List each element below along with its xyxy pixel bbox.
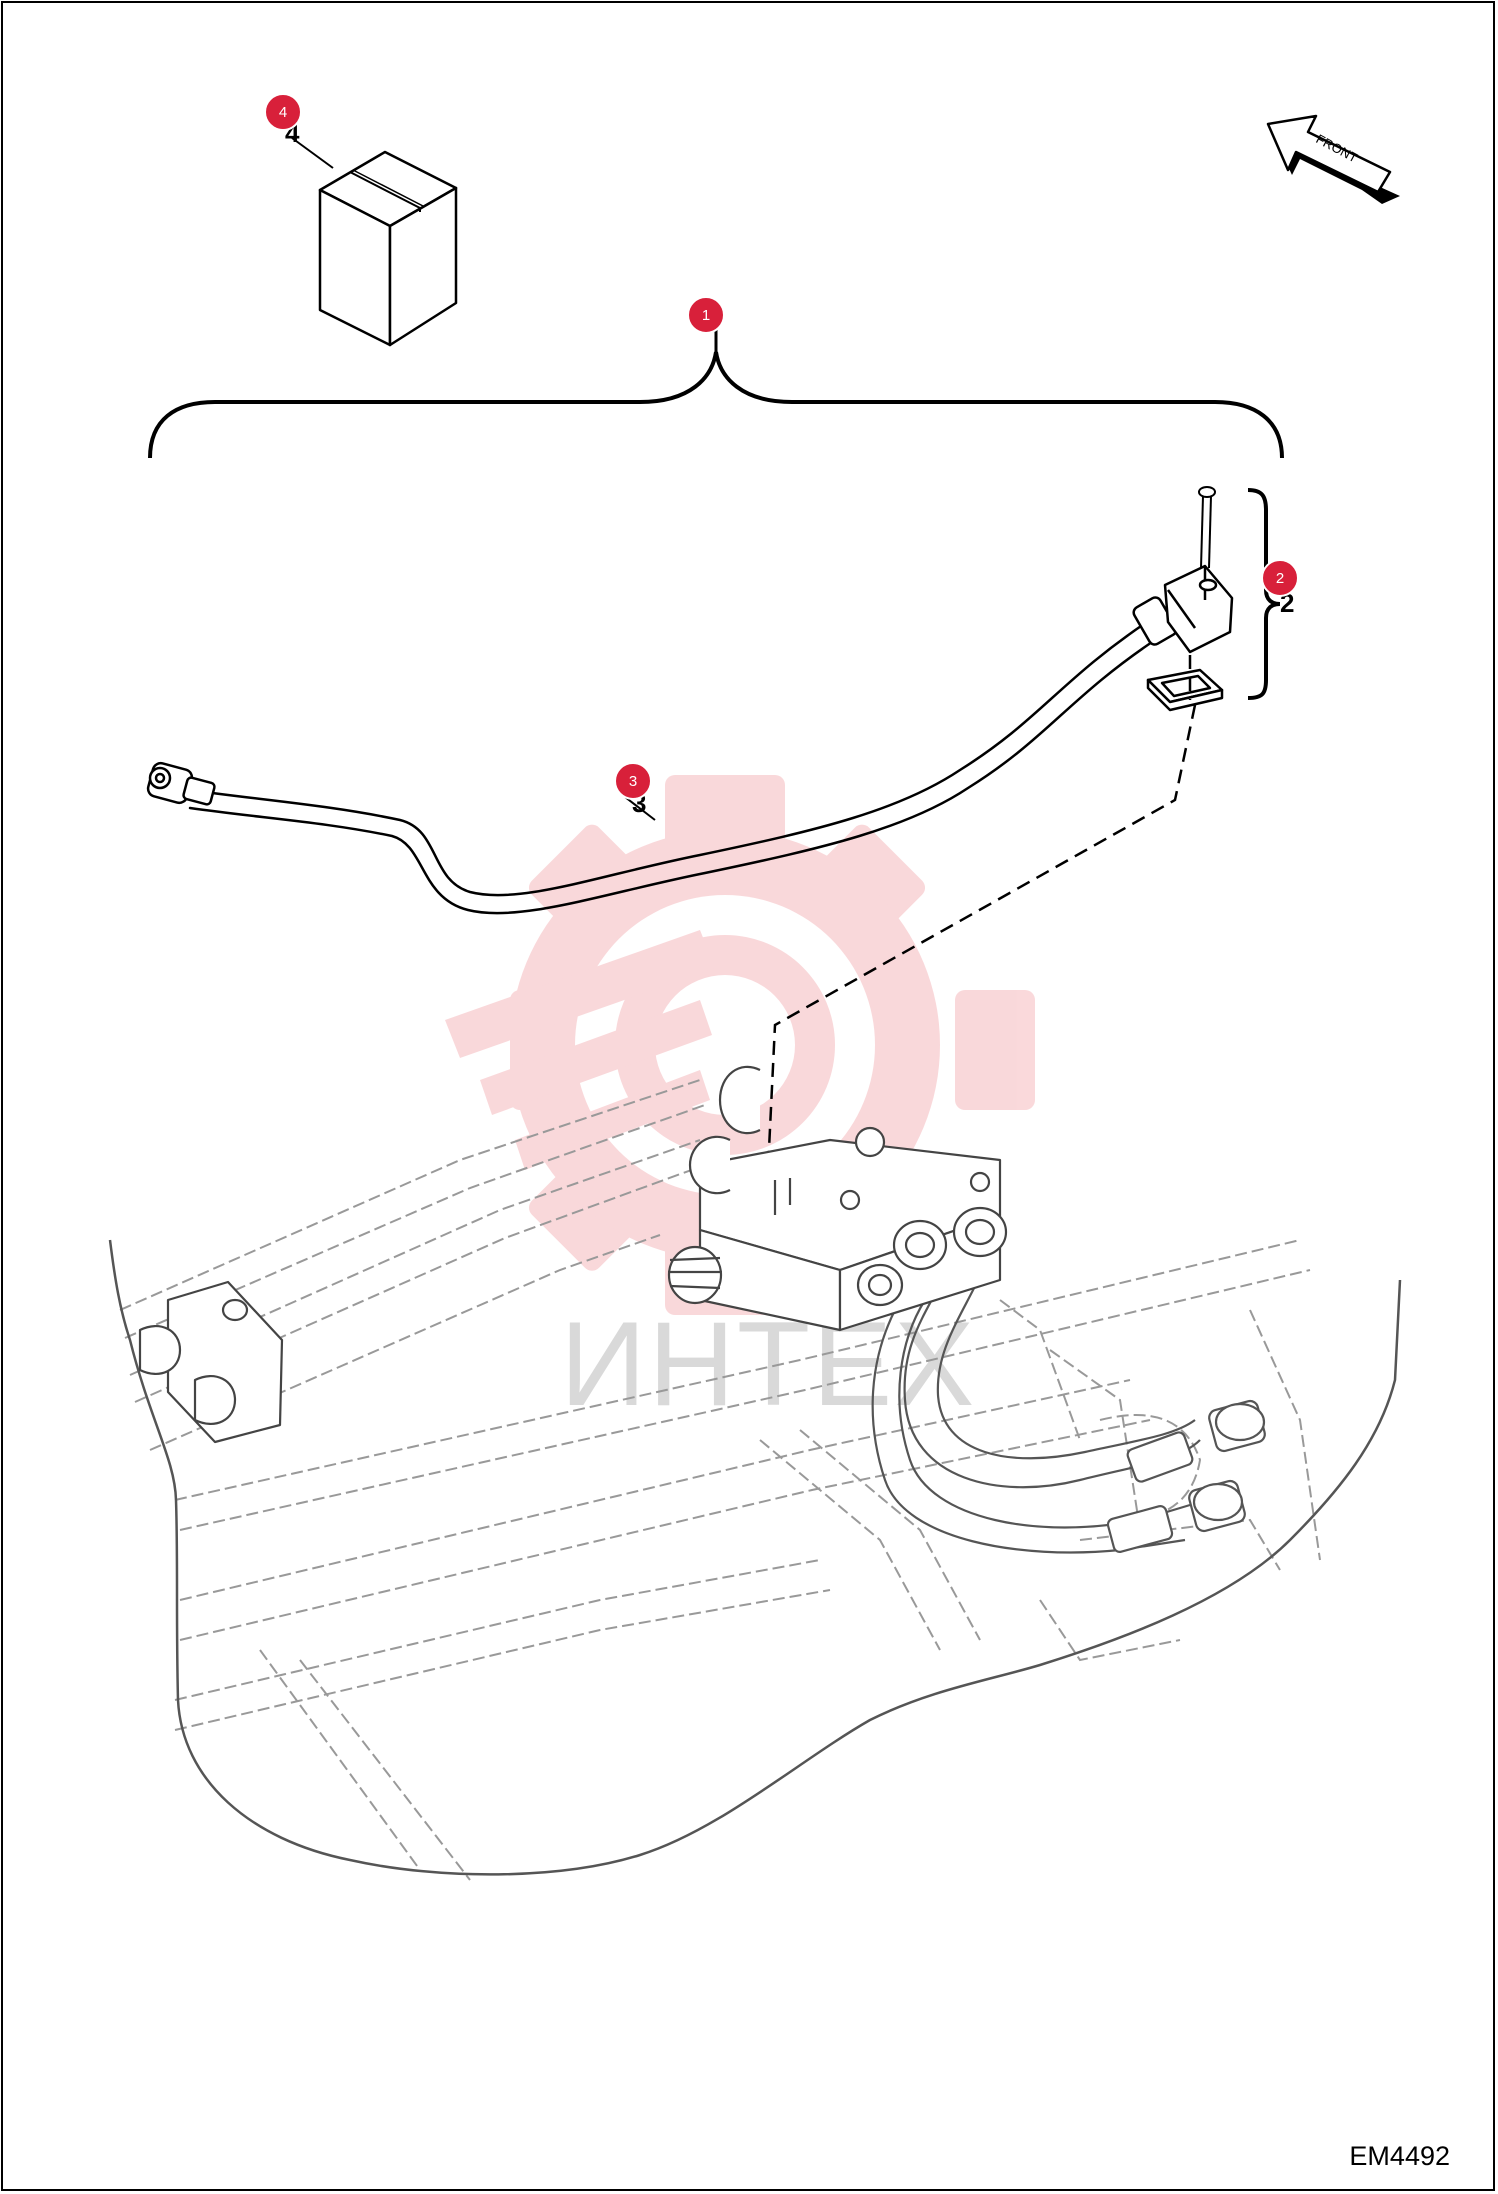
gasket bbox=[1146, 668, 1224, 712]
harness-left-connector bbox=[146, 761, 216, 806]
callout-3[interactable]: 3 bbox=[614, 762, 652, 800]
svg-text:1: 1 bbox=[702, 307, 710, 324]
leader-3 bbox=[624, 796, 656, 821]
callout-1[interactable]: 1 bbox=[687, 296, 725, 334]
svg-text:2: 2 bbox=[1276, 570, 1284, 587]
kit-box bbox=[318, 150, 458, 347]
screw bbox=[1198, 486, 1216, 569]
sub-bracket bbox=[1247, 488, 1281, 700]
install-path-dashed bbox=[766, 655, 1197, 1171]
assembly-brace bbox=[148, 351, 1284, 459]
machine-outline bbox=[108, 1239, 1402, 1876]
machine-context bbox=[119, 1079, 1321, 1881]
tube-clamp bbox=[138, 1280, 284, 1444]
harness-right-connector bbox=[1132, 564, 1234, 654]
callout-4[interactable]: 4 bbox=[264, 93, 302, 131]
wire-harness bbox=[188, 618, 1160, 915]
valve-block bbox=[667, 1065, 1008, 1332]
callout-2[interactable]: 2 bbox=[1261, 559, 1299, 597]
front-arrow-icon: FRONT bbox=[1266, 114, 1400, 204]
hydraulic-hoses bbox=[871, 1239, 1266, 1554]
svg-text:3: 3 bbox=[629, 773, 637, 790]
drawing-id-label: EM4492 bbox=[1349, 2141, 1450, 2171]
leader-4 bbox=[291, 137, 334, 169]
svg-text:4: 4 bbox=[279, 104, 287, 121]
